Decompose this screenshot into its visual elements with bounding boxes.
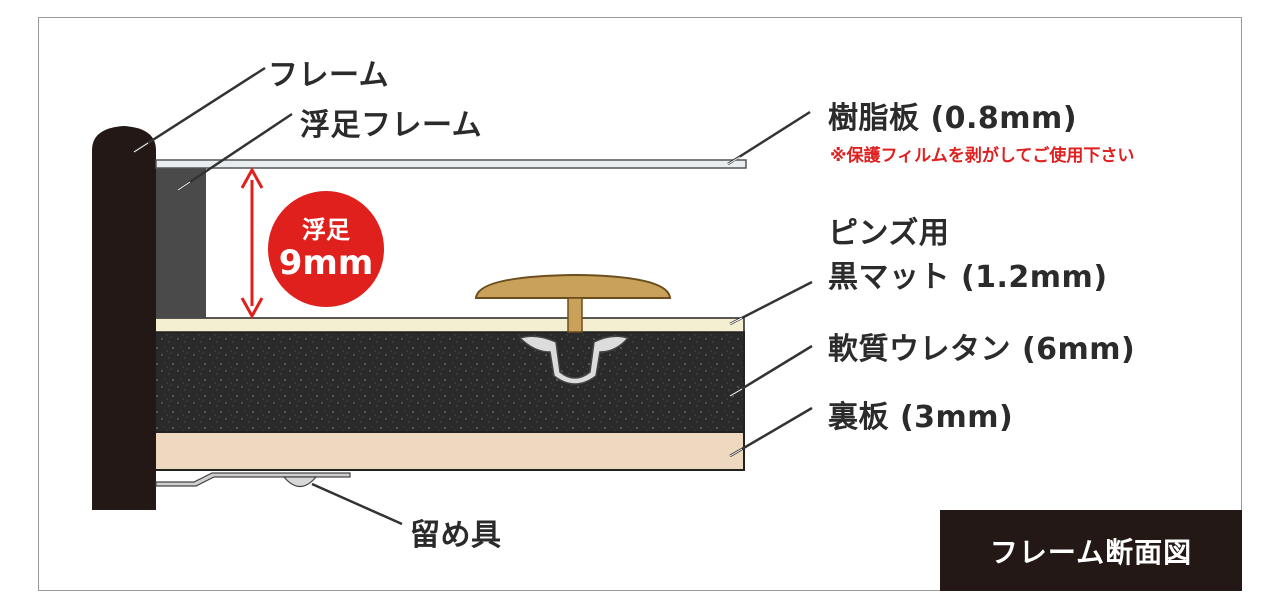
black-mat-layer (153, 317, 745, 333)
leader-resin (727, 110, 811, 166)
leader-back-plate (729, 406, 813, 458)
badge-line2: 9mm (278, 243, 374, 283)
float-height-badge: 浮足 9mm (268, 191, 384, 307)
pin-stem (567, 297, 583, 333)
floating-frame (156, 168, 206, 318)
label-floating-frame: 浮足フレーム (300, 108, 483, 143)
label-resin-note: ※保護フィルムを剥がしてご使用下さい (830, 146, 1135, 166)
leader-fastener (311, 482, 403, 526)
label-resin-plate: 樹脂板 (0.8mm) (828, 101, 1078, 136)
fastener-plate (155, 472, 351, 487)
frame (92, 126, 156, 510)
height-arrow-top (240, 166, 264, 189)
label-pins-line2: 黒マット (1.2mm) (828, 260, 1108, 295)
leader-floating-frame (177, 112, 293, 192)
leader-mat (729, 280, 813, 326)
label-urethane: 軟質ウレタン (6mm) (828, 332, 1136, 367)
label-frame: フレーム (268, 58, 390, 93)
urethane-layer (153, 331, 745, 433)
height-arrow-bottom (240, 297, 264, 320)
resin-plate (155, 159, 747, 169)
label-fastener: 留め具 (410, 518, 502, 553)
badge-line1: 浮足 (302, 216, 350, 244)
fastener-screw (282, 476, 318, 488)
label-back-plate: 裏板 (3mm) (828, 400, 1014, 435)
diagram-border (38, 17, 1242, 591)
pin-clutch (518, 335, 630, 385)
diagram-title: フレーム断面図 (940, 510, 1242, 591)
back-plate (153, 431, 745, 471)
label-pins-line1: ピンズ用 (828, 216, 950, 251)
leader-frame (133, 66, 266, 154)
pin-head (474, 273, 672, 299)
leader-urethane (729, 344, 813, 398)
